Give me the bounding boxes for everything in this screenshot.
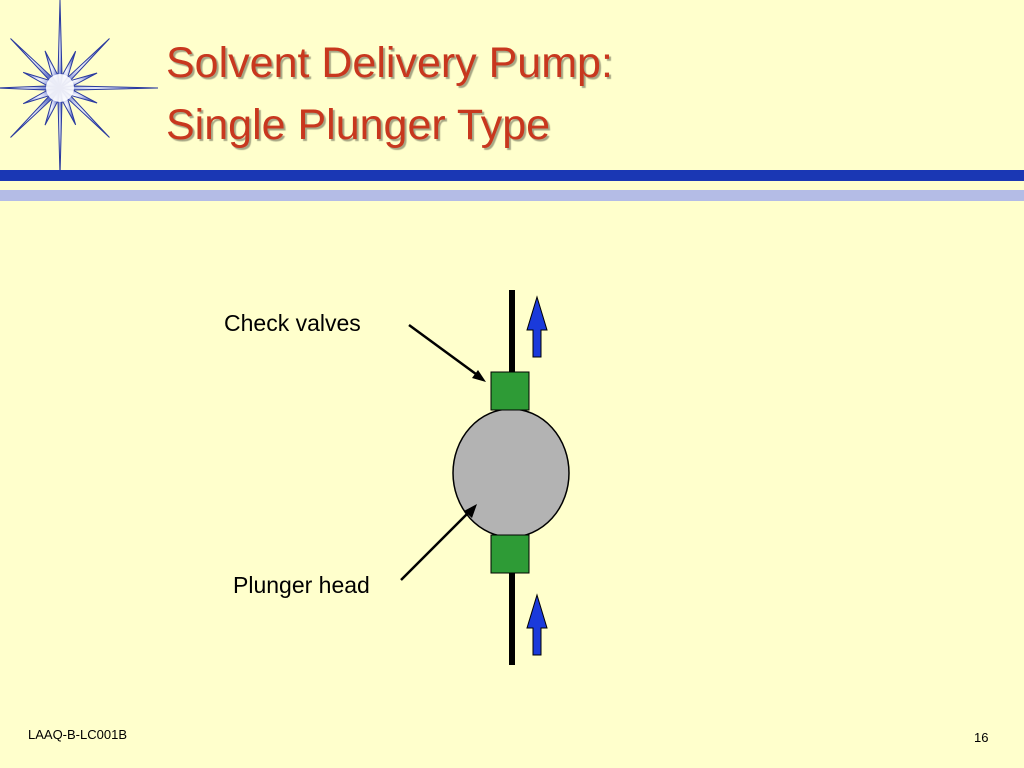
page-number: 16 — [974, 730, 989, 745]
plunger-head-leader-line — [400, 510, 471, 581]
title-rule-dark — [0, 170, 1024, 181]
outlet-check-valve — [490, 371, 530, 411]
outlet-flow-arrow-icon — [526, 295, 548, 358]
inlet-flow-arrow-icon — [526, 593, 548, 656]
check-valves-arrowhead — [472, 370, 486, 382]
footer-document-code: LAAQ-B-LC001B — [28, 727, 127, 742]
check-valves-leader-line — [408, 323, 481, 379]
plunger-head-label: Plunger head — [233, 572, 370, 598]
slide-title-line-1: Solvent Delivery Pump: — [166, 39, 613, 87]
inlet-check-valve — [490, 534, 530, 574]
starburst-core — [46, 74, 74, 102]
check-valves-label: Check valves — [224, 310, 361, 336]
plunger-head-arrowhead — [464, 504, 477, 518]
plunger-head-shape — [452, 408, 570, 538]
title-rule-light — [0, 190, 1024, 201]
slide-title-line-2: Single Plunger Type — [166, 101, 551, 149]
starburst-icon — [0, 0, 159, 175]
